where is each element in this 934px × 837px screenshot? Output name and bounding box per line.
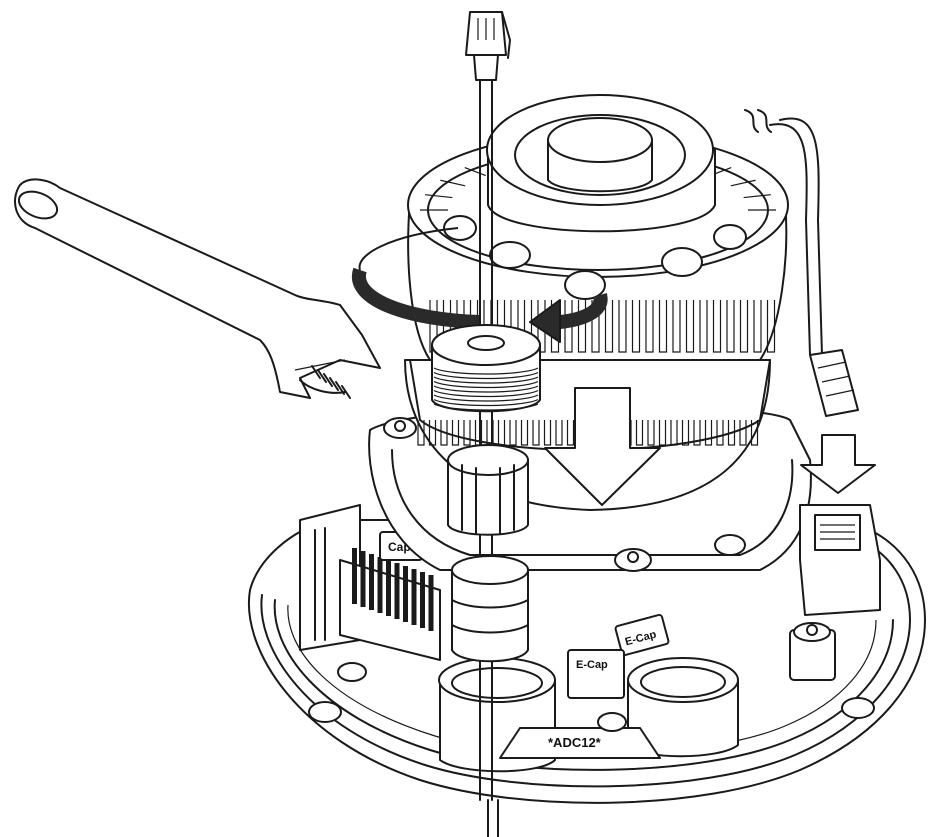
terminal-pin: [352, 548, 357, 604]
side-cable: [744, 109, 823, 356]
cooling-fin: [753, 300, 762, 353]
cooling-fin: [766, 300, 776, 353]
cooling-fin: [712, 300, 722, 353]
terminal-block: [299, 504, 441, 661]
gear-tooth: [417, 420, 425, 446]
terminal-pin: [428, 575, 434, 631]
gear-tooth: [532, 420, 540, 446]
screw-left: [337, 662, 367, 682]
gland-seal: [447, 444, 529, 536]
gear-tooth: [693, 420, 701, 446]
gear-tooth: [566, 420, 575, 446]
worm-ridge: [317, 369, 327, 383]
ecap-component-right: E-Cap: [614, 613, 670, 657]
cooling-fin: [618, 300, 627, 353]
thread-line: [433, 380, 539, 389]
gear-tooth: [739, 420, 747, 446]
gear-tooth: [681, 420, 690, 446]
worm-ridge: [335, 381, 345, 395]
thread-line: [433, 371, 539, 380]
gear-tooth: [727, 420, 736, 446]
terminal-pin: [411, 569, 417, 625]
gear-tooth: [647, 420, 655, 446]
terminal-pin: [360, 551, 366, 607]
rj45-connector-top: [465, 11, 511, 81]
ecap-component-bottom: E-Cap: [567, 649, 625, 699]
screw-bottom: [597, 712, 627, 732]
cooling-fin: [685, 300, 695, 353]
ecap-label-bottom: E-Cap: [576, 659, 608, 671]
cooling-fin: [699, 300, 708, 353]
cooling-fin: [672, 300, 681, 353]
gear-tooth: [543, 420, 552, 446]
down-arrow-large: [544, 387, 661, 506]
worm-ridge: [323, 373, 333, 387]
grille-slot: [464, 166, 486, 177]
terminal-pin: [377, 557, 383, 613]
cooling-fin: [739, 300, 749, 353]
thread-line: [433, 367, 539, 375]
center-cable: [479, 79, 493, 801]
gear-tooth: [520, 420, 529, 446]
thread-line: [433, 403, 539, 411]
worm-ridge: [311, 365, 321, 379]
grille-slot: [440, 179, 466, 187]
gear-tooth: [750, 420, 759, 446]
cooling-fin: [577, 300, 587, 353]
grille-slot: [743, 194, 771, 199]
model-plate: *ADC12*: [499, 727, 661, 759]
thread-line: [433, 394, 539, 402]
gear-tooth: [670, 420, 678, 446]
gear-tooth: [509, 420, 517, 446]
worm-ridge: [329, 377, 339, 391]
gland-nut: [431, 324, 541, 413]
gear-tooth: [428, 420, 437, 446]
cooling-fin: [645, 300, 654, 353]
gear-tooth: [658, 420, 667, 446]
thread-line: [433, 385, 539, 393]
terminal-pin: [394, 563, 400, 619]
terminal-pin: [369, 554, 374, 610]
gear-tooth: [704, 420, 713, 446]
grille-slot: [730, 179, 756, 187]
cooling-fin: [604, 300, 614, 353]
thread-line: [433, 398, 539, 407]
terminal-pin: [420, 572, 425, 628]
thread-line: [433, 389, 539, 398]
cooling-fin: [658, 300, 668, 353]
gear-tooth: [555, 420, 563, 446]
down-arrow-small: [800, 434, 876, 494]
gear-tooth: [463, 420, 471, 446]
cooling-fin: [591, 300, 600, 353]
gear-tooth: [716, 420, 724, 446]
network-port: [789, 504, 881, 681]
rotation-arrow-icon: [351, 227, 608, 343]
gear-tooth: [451, 420, 460, 446]
model-label: *ADC12*: [548, 735, 602, 750]
wrench-icon: [14, 178, 381, 399]
gear-tooth: [635, 420, 644, 446]
gland-body: [451, 555, 529, 663]
cooling-fin: [631, 300, 641, 353]
grille-slot: [425, 194, 453, 199]
gear-tooth: [440, 420, 448, 446]
cooling-fin: [726, 300, 735, 353]
rj45-connector-side: [809, 349, 859, 417]
terminal-pin: [386, 560, 391, 616]
worm-ridge: [341, 385, 351, 399]
thread-line: [433, 376, 539, 384]
terminal-pin: [403, 566, 408, 622]
